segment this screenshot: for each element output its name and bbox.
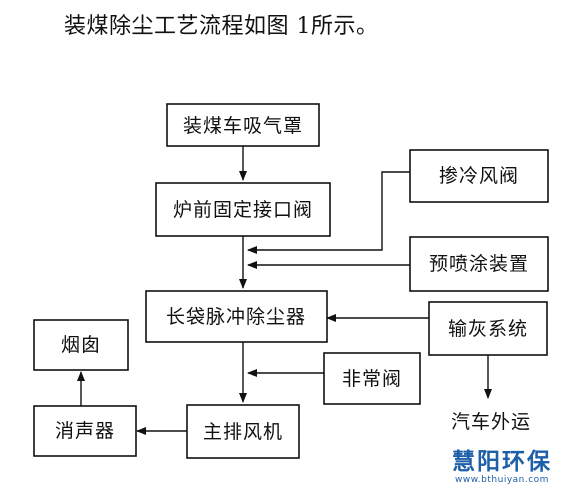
node-precoat: 预喷涂装置 xyxy=(409,236,549,292)
node-main-fan: 主排风机 xyxy=(186,404,300,459)
node-silencer: 消声器 xyxy=(33,405,137,457)
node-valve: 炉前固定接口阀 xyxy=(155,182,331,237)
node-emergency-valve: 非常阀 xyxy=(323,352,421,405)
node-main-fan-label: 主排风机 xyxy=(203,421,283,443)
watermark-logo: 慧阳环保 www.bthuiyan.com xyxy=(440,448,564,488)
node-chimney: 烟囱 xyxy=(33,319,129,371)
node-cold-air-valve-label: 掺冷风阀 xyxy=(439,165,519,187)
node-emergency-valve-label: 非常阀 xyxy=(342,368,402,390)
node-dust-collector-label: 长袋脉冲除尘器 xyxy=(166,306,306,328)
watermark-logo-text: 慧阳环保 xyxy=(452,449,552,475)
watermark-logo-url: www.bthuiyan.com xyxy=(455,475,549,485)
node-cold-air-valve: 掺冷风阀 xyxy=(409,149,549,203)
node-hood-label: 装煤车吸气罩 xyxy=(183,115,303,137)
node-ash-system-label: 输灰系统 xyxy=(448,318,528,340)
node-precoat-label: 预喷涂装置 xyxy=(429,253,529,275)
node-chimney-label: 烟囱 xyxy=(61,334,101,356)
truck-transport-label: 汽车外运 xyxy=(451,411,531,433)
node-dust-collector: 长袋脉冲除尘器 xyxy=(145,290,328,343)
node-ash-system: 输灰系统 xyxy=(428,301,548,356)
node-hood: 装煤车吸气罩 xyxy=(166,103,320,147)
intro-sentence: 装煤除尘工艺流程如图 1所示。 xyxy=(64,14,379,39)
edge-cold-air-valve-to-line xyxy=(247,171,410,254)
node-silencer-label: 消声器 xyxy=(55,420,115,442)
node-valve-label: 炉前固定接口阀 xyxy=(173,199,313,221)
